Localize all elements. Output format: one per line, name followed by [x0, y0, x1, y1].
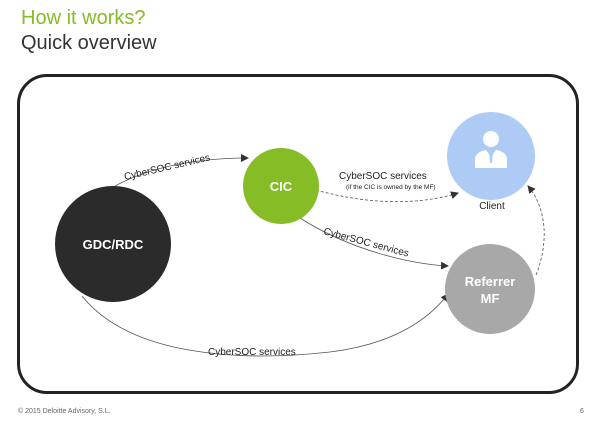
edge-gdc-to-referrer [81, 293, 449, 357]
edge-label-gdc-referrer: CyberSOC services [208, 347, 296, 358]
person-icon [475, 131, 507, 168]
node-gdc-label: GDC/RDC [83, 237, 144, 252]
diagram-frame [17, 74, 579, 394]
node-referrer-label-line1: Referrer [465, 274, 516, 289]
node-cic: CIC [243, 148, 319, 224]
edge-cic-to-client [315, 189, 459, 203]
edge-label-cic-client-note: (if the CIC is owned by the MF) [346, 184, 436, 191]
node-cic-circle [243, 148, 319, 224]
node-client: Client [447, 112, 535, 212]
edge-label-cic-client: CyberSOC services [339, 171, 427, 182]
node-referrer: Referrer MF [445, 244, 535, 334]
node-gdc: GDC/RDC [55, 186, 171, 302]
node-gdc-circle [55, 186, 171, 302]
node-referrer-circle [445, 244, 535, 334]
node-referrer-label-line2: MF [481, 291, 500, 306]
edge-cic-to-referrer [299, 217, 449, 270]
edge-referrer-to-client [527, 185, 545, 276]
page-subtitle: Quick overview [21, 32, 157, 54]
edge-label-gdc-cic: CyberSOC services [123, 152, 211, 182]
node-cic-label: CIC [270, 179, 293, 194]
footer-page-number: 6 [580, 408, 584, 415]
edge-label-cic-referrer: CyberSOC services [322, 226, 410, 259]
footer-copyright: © 2015 Deloitte Advisory, S.L. [18, 408, 111, 415]
node-client-label: Client [479, 201, 505, 212]
page-title: How it works? [21, 7, 146, 29]
